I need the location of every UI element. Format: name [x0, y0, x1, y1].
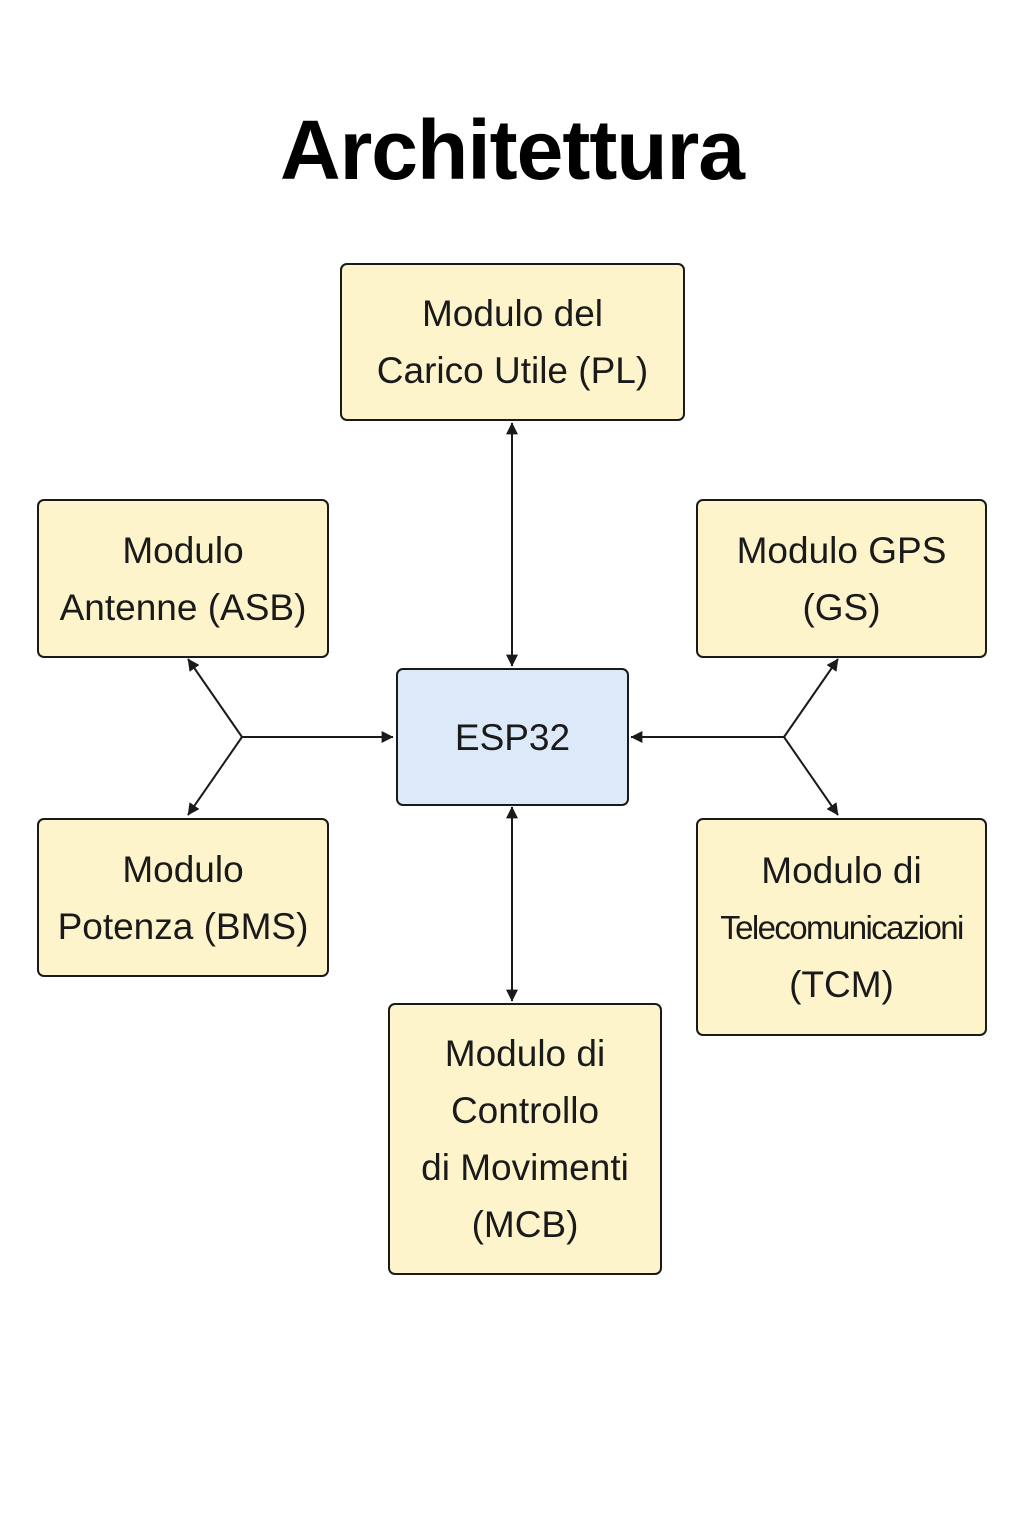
node-label-line: Potenza (BMS): [57, 905, 309, 947]
link-right-junction-telecom: [783, 736, 839, 816]
node-label-line: Controllo: [450, 1090, 600, 1131]
node-label-line: Antenne (ASB): [59, 586, 307, 628]
node-label-line: Modulo GPS: [736, 529, 947, 571]
node-label-line: Modulo del: [421, 293, 603, 334]
node-label-line: (TCM): [789, 963, 894, 1005]
node-label-line: Modulo: [122, 848, 244, 890]
node-power-module: Modulo Potenza (BMS): [37, 818, 329, 977]
node-label-line: di Movimenti: [421, 1147, 629, 1188]
link-left-junction-power: [187, 736, 243, 816]
page-title: Architettura: [279, 103, 745, 197]
link-right-junction-gps: [783, 658, 839, 738]
node-gps-module: Modulo GPS (GS): [696, 499, 987, 658]
node-label-line: Modulo di: [761, 849, 922, 891]
node-label-line: ESP32: [454, 716, 571, 758]
node-label-line: Modulo di: [444, 1033, 606, 1074]
node-payload-module: Modulo del Carico Utile (PL): [340, 263, 685, 421]
node-label-line: Modulo: [122, 529, 244, 571]
node-esp32-core: ESP32: [396, 668, 629, 806]
node-label-line: Carico Utile (PL): [376, 350, 649, 391]
node-label-line: (GS): [802, 586, 881, 628]
node-motion-module: Modulo di Controllo di Movimenti (MCB): [388, 1003, 662, 1275]
node-label-line: (MCB): [471, 1204, 579, 1245]
node-telecom-module: Modulo di Telecomunicazioni (TCM): [696, 818, 987, 1036]
node-antenna-module: Modulo Antenne (ASB): [37, 499, 329, 658]
node-label-line: Telecomunicazioni: [720, 908, 964, 946]
link-left-junction-antenna: [187, 658, 243, 738]
